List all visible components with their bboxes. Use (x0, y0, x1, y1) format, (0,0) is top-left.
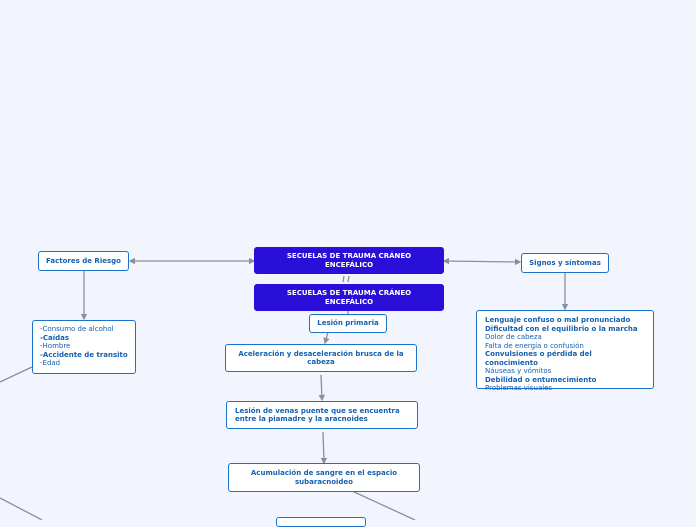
connector-step3-offscreen (351, 490, 416, 520)
offscreen-node-top-edge[interactable] (276, 517, 366, 527)
lesion-primaria-label: Lesión primaria (317, 319, 379, 328)
chain-step3-node[interactable]: Acumulación de sangre en el espacio suba… (228, 463, 420, 492)
central-title-line1: SECUELAS DE TRAUMA CRÁNEO (286, 252, 412, 261)
central-title-line2: ENCEFÁLICO (324, 260, 374, 269)
connector-center-duplicate-2 (347, 275, 350, 283)
lesion-primaria-node[interactable]: Lesión primaria (309, 314, 387, 333)
factores-node[interactable]: Factores de Riesgo (38, 251, 129, 271)
chain-step2-label: Lesión de venas puente que se encuentra … (235, 406, 400, 423)
signos-item: Falta de energía o confusión (485, 341, 584, 350)
connector-step2-step3 (320, 431, 328, 465)
connector-center-signos (442, 257, 522, 266)
connector-offscreen-left-2 (0, 497, 43, 520)
signos-item: Náuseas y vómitos (485, 367, 552, 375)
connector-center-duplicate (342, 275, 345, 283)
signos-list[interactable]: Lenguaje confuso o mal pronunciado Dific… (476, 310, 654, 392)
connector-offscreen-left-1 (0, 366, 33, 383)
signos-node[interactable]: Signos y síntomas (521, 253, 609, 273)
connector-lesion-step1 (323, 331, 330, 345)
factores-item: -Consumo de alcohol (40, 325, 114, 333)
connector-step1-step2 (318, 374, 326, 402)
chain-step1-label: Aceleración y desaceleración brusca de l… (238, 349, 404, 366)
signos-label: Signos y síntomas (529, 258, 601, 267)
duplicate-title-line2: ENCEFÁLICO (324, 297, 374, 306)
central-topic[interactable]: SECUELAS DE TRAUMA CRÁNEO ENCEFÁLICO (254, 247, 444, 274)
factores-item: -Edad (40, 359, 61, 367)
signos-item: Convulsiones o pérdida del conocimiento (485, 350, 592, 367)
factores-item: -Accidente de transito (40, 350, 128, 359)
signos-item: Debilidad o entumecimiento (485, 375, 597, 384)
signos-item: Lenguaje confuso o mal pronunciado (485, 316, 631, 324)
chain-step3-label: Acumulación de sangre en el espacio suba… (250, 469, 398, 486)
factores-list[interactable]: -Consumo de alcohol -Caídas -Hombre -Acc… (32, 320, 136, 374)
duplicate-title-line1: SECUELAS DE TRAUMA CRÁNEO (286, 289, 412, 298)
signos-item: Dolor de cabeza (485, 333, 542, 341)
factores-item: -Hombre (40, 342, 71, 350)
signos-item: Dificultad con el equilibrio o la marcha (485, 324, 638, 333)
duplicate-central-topic[interactable]: SECUELAS DE TRAUMA CRÁNEO ENCEFÁLICO (254, 284, 444, 311)
chain-step2-node[interactable]: Lesión de venas puente que se encuentra … (226, 401, 418, 429)
signos-item: Problemas visuales (485, 384, 553, 392)
factores-item: -Caídas (40, 333, 70, 342)
factores-label: Factores de Riesgo (46, 256, 121, 265)
chain-step1-node[interactable]: Aceleración y desaceleración brusca de l… (225, 344, 417, 372)
